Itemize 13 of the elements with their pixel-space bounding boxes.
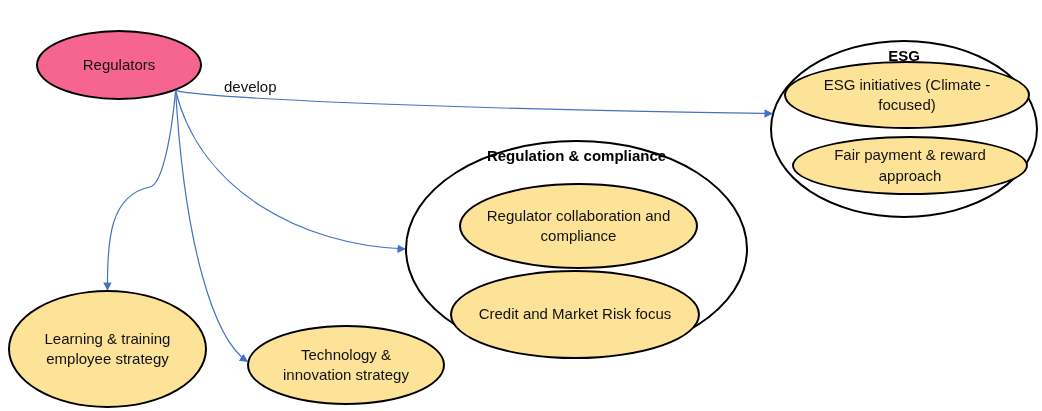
node-label: Regulator collaboration and compliance — [485, 205, 672, 246]
group-heading: ESG — [888, 47, 920, 66]
node-label: Regulators — [81, 54, 157, 75]
node-label: ESG initiatives (Climate -focused) — [822, 74, 992, 115]
node-label: Credit and Market Risk focus — [477, 304, 673, 325]
arrow — [175, 90, 248, 363]
edge-label: develop — [222, 79, 279, 94]
arrow — [175, 90, 406, 253]
node-label: Learning & training employee strategy — [43, 328, 172, 369]
node-label: Fair payment & reward approach — [833, 145, 987, 186]
arrow — [175, 90, 773, 118]
group-heading: Regulation & compliance — [486, 147, 667, 166]
node-label: Technology & innovation strategy — [282, 344, 410, 385]
